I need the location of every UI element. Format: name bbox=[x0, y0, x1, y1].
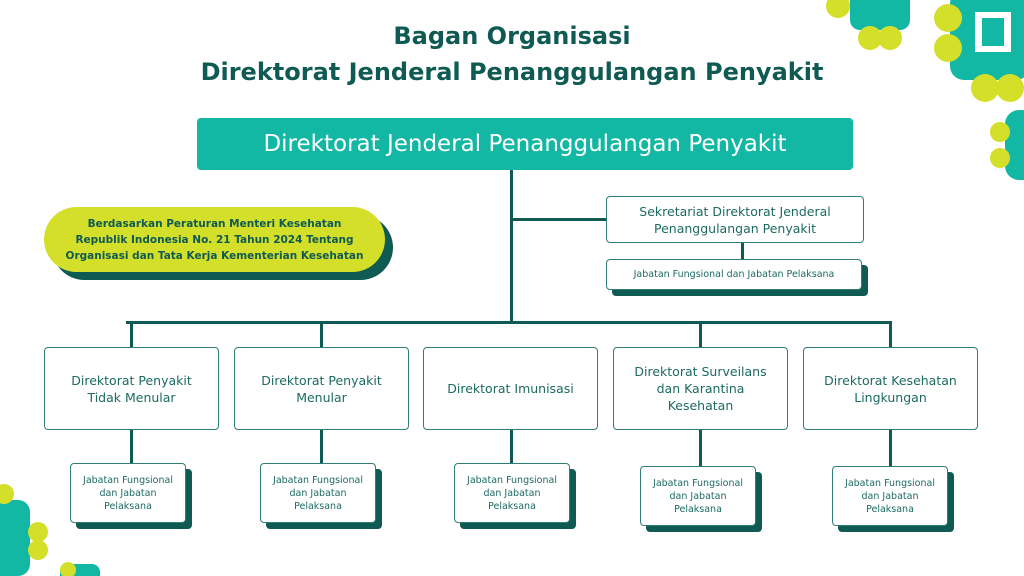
connector-dir bbox=[699, 321, 702, 348]
connector-dir-sub bbox=[699, 430, 702, 467]
connector-dir-sub bbox=[320, 430, 323, 464]
root-node: Direktorat Jenderal Penanggulangan Penya… bbox=[197, 118, 853, 170]
secretariat-node: Sekretariat Direktorat Jenderal Penanggu… bbox=[606, 196, 864, 243]
connector-dir-sub bbox=[130, 430, 133, 464]
directorate-node: Direktorat Surveilans dan Karantina Kese… bbox=[613, 347, 788, 430]
decorative-pattern-bottom-left bbox=[0, 484, 100, 576]
functional-staff-node: Jabatan Fungsional dan Jabatan Pelaksana bbox=[70, 463, 186, 523]
functional-staff-node: Jabatan Fungsional dan Jabatan Pelaksana bbox=[454, 463, 570, 523]
directorate-node: Direktorat Kesehatan Lingkungan bbox=[803, 347, 978, 430]
functional-staff-node: Jabatan Fungsional dan Jabatan Pelaksana bbox=[832, 466, 948, 526]
functional-staff-node: Jabatan Fungsional dan Jabatan Pelaksana bbox=[640, 466, 756, 526]
functional-staff-node: Jabatan Fungsional dan Jabatan Pelaksana bbox=[260, 463, 376, 523]
secretariat-sub-node: Jabatan Fungsional dan Jabatan Pelaksana bbox=[606, 259, 862, 290]
chart-title-line-2: Direktorat Jenderal Penanggulangan Penya… bbox=[200, 58, 824, 86]
connector-dir bbox=[130, 321, 133, 348]
connector-secretariat-sub bbox=[741, 242, 744, 260]
connector-dir bbox=[320, 321, 323, 348]
directorate-node: Direktorat Penyakit Menular bbox=[234, 347, 409, 430]
chart-title-line-1: Bagan Organisasi bbox=[393, 22, 631, 50]
connector-trunk bbox=[510, 170, 513, 323]
decorative-pattern-top-right bbox=[826, 0, 1024, 180]
directorate-node: Direktorat Penyakit Tidak Menular bbox=[44, 347, 219, 430]
connector-secretariat bbox=[511, 218, 607, 221]
connector-dir-sub bbox=[510, 430, 513, 464]
directorate-node: Direktorat Imunisasi bbox=[423, 347, 598, 430]
connector-dir-sub bbox=[889, 430, 892, 467]
connector-horizontal bbox=[126, 321, 892, 324]
legal-basis-callout: Berdasarkan Peraturan Menteri Kesehatan … bbox=[44, 207, 385, 272]
connector-dir bbox=[889, 321, 892, 348]
